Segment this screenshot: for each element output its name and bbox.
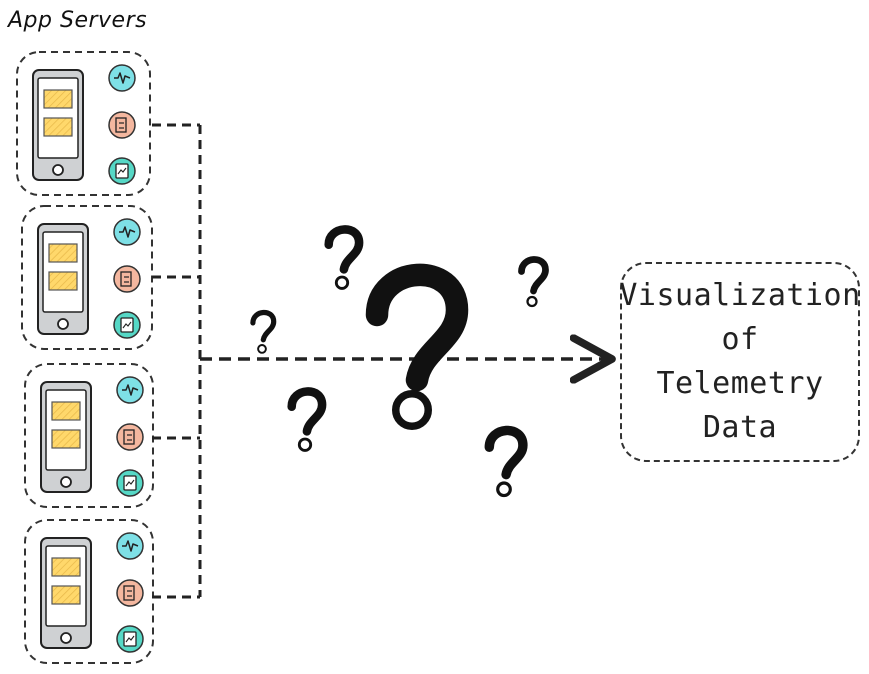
- metrics-icon: [108, 64, 136, 92]
- question-marks: [250, 225, 549, 498]
- screen-block: [51, 401, 81, 421]
- server-group-border: [24, 519, 154, 664]
- screen-block: [48, 243, 78, 263]
- question-mark-icon: [250, 309, 277, 354]
- screen-block: [51, 557, 81, 577]
- screen-block: [51, 429, 81, 449]
- app-servers-title: App Servers: [8, 8, 148, 33]
- question-mark-icon: [484, 425, 528, 498]
- logs-icon: [108, 111, 136, 139]
- server-group-border: [16, 51, 151, 196]
- server-group-3: [24, 363, 154, 508]
- traces-icon: [116, 469, 144, 497]
- traces-icon: [108, 157, 136, 185]
- phone-device-icon: [32, 69, 84, 181]
- metrics-icon: [116, 532, 144, 560]
- phone-device-icon: [40, 381, 92, 493]
- server-group-border: [24, 363, 154, 508]
- visualization-label-line-2: of: [721, 322, 759, 357]
- home-button: [60, 476, 72, 488]
- visualization-box: Visualization of Telemetry Data: [619, 262, 861, 462]
- question-mark-icon: [518, 256, 549, 308]
- screen-block: [43, 89, 73, 109]
- visualization-label-line-3: Telemetry: [656, 366, 824, 401]
- metrics-icon: [116, 376, 144, 404]
- connector-lines: [152, 123, 612, 599]
- screen-block: [43, 117, 73, 137]
- server-group-2: [21, 205, 153, 350]
- question-mark-icon: [287, 387, 327, 452]
- logs-icon: [113, 265, 141, 293]
- server-group-4: [24, 519, 154, 664]
- home-button: [57, 318, 69, 330]
- home-button: [52, 164, 64, 176]
- logs-icon: [116, 423, 144, 451]
- traces-icon: [116, 625, 144, 653]
- metrics-icon: [113, 218, 141, 246]
- large-question-mark-icon: [365, 263, 469, 430]
- visualization-label-line-4: Data: [702, 410, 778, 445]
- screen-block: [48, 271, 78, 291]
- server-group-1: [16, 51, 151, 196]
- phone-device-icon: [37, 223, 89, 335]
- logs-icon: [116, 579, 144, 607]
- visualization-label-line-1: Visualization: [619, 278, 861, 313]
- traces-icon: [113, 311, 141, 339]
- phone-device-icon: [40, 537, 92, 649]
- screen-block: [51, 585, 81, 605]
- home-button: [60, 632, 72, 644]
- question-mark-icon: [324, 225, 364, 290]
